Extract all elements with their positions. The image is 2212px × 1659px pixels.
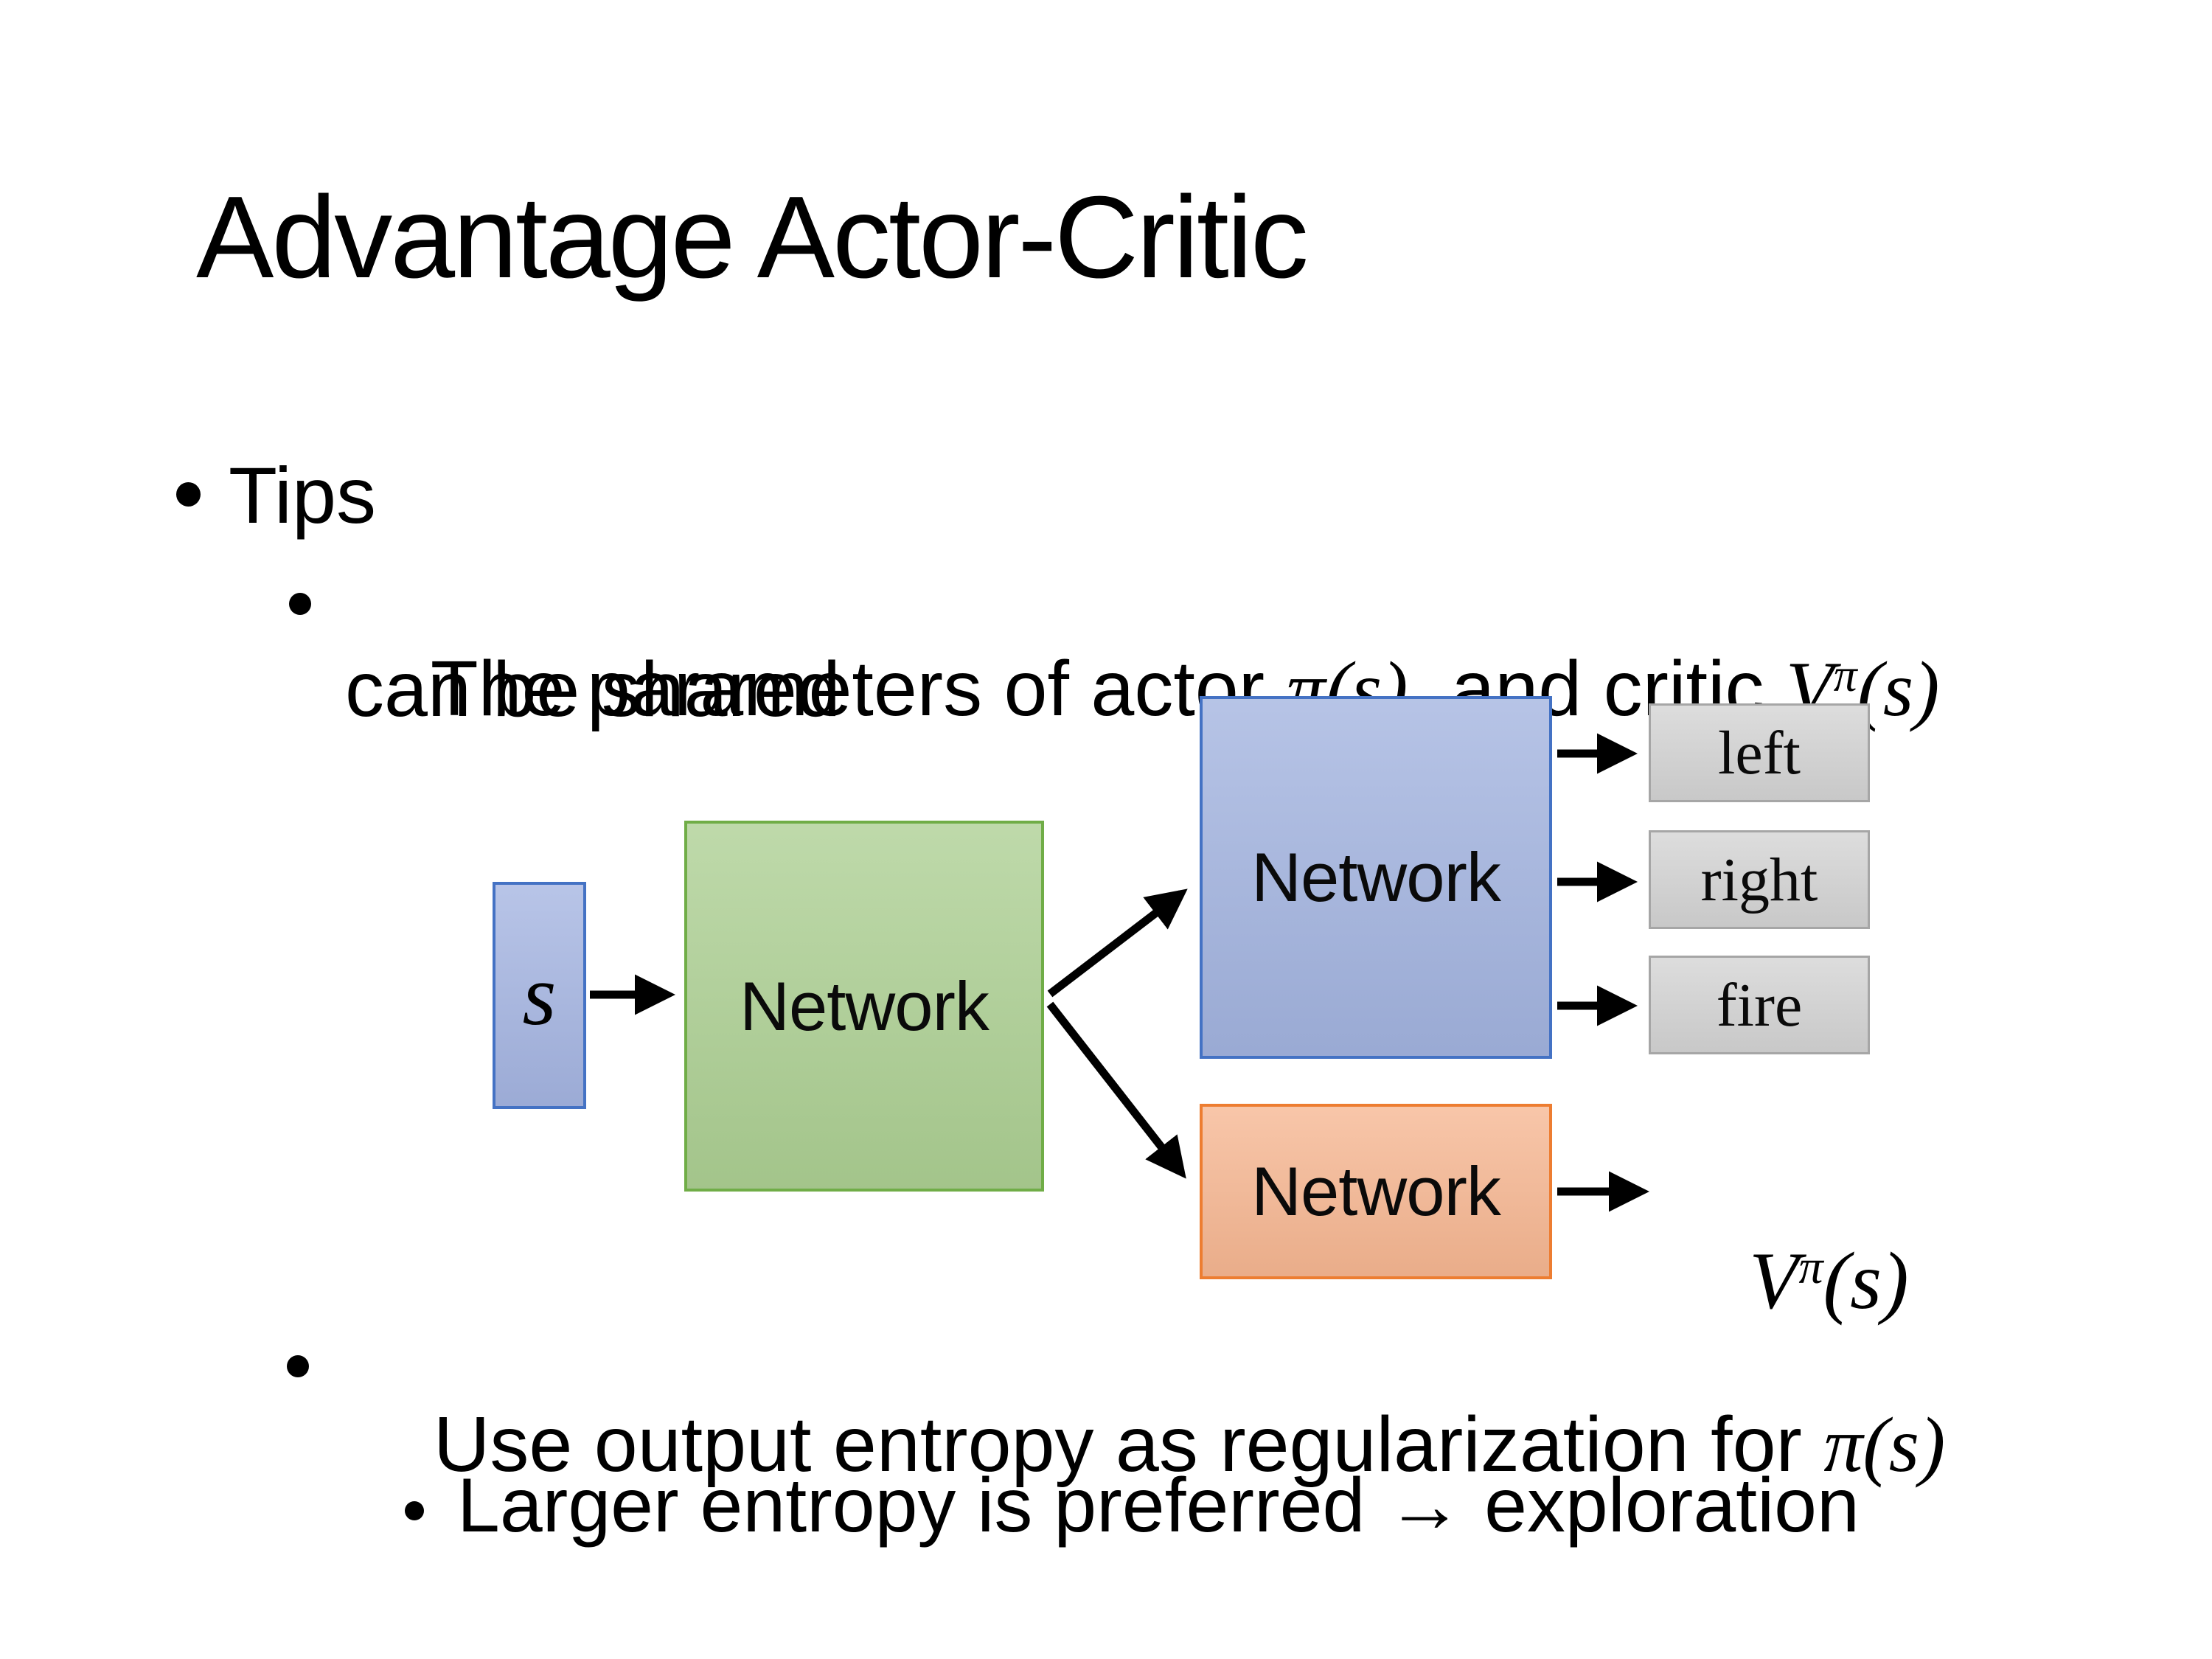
bullet-dot-exploration	[405, 1501, 424, 1520]
bullet-entropy: Use output entropy as regularization for…	[347, 1313, 1945, 1576]
shared-network-box: Network	[684, 821, 1044, 1192]
entropy-text-prefix: Use output entropy as regularization for	[433, 1400, 1824, 1488]
critic-network-label: Network	[1251, 1152, 1501, 1230]
bullet-exploration: Larger entropy is preferred → exploratio…	[457, 1463, 1860, 1548]
bullet-dot-shared	[289, 593, 311, 615]
arrow-shared-to-actor	[1047, 888, 1188, 998]
critic-value-math-sup: π	[1833, 648, 1857, 701]
critic-output-args: (s)	[1823, 1236, 1909, 1326]
arrow-shared-to-critic	[1046, 1001, 1186, 1179]
action-box-right: right	[1649, 830, 1870, 929]
action-box-fire: fire	[1649, 956, 1870, 1054]
bullet-dot-tips	[176, 482, 201, 507]
critic-output-sup: π	[1798, 1239, 1823, 1294]
action-label-left: left	[1718, 718, 1801, 787]
shared-network-label: Network	[740, 967, 990, 1045]
action-box-left: left	[1649, 703, 1870, 802]
state-input-box: s	[493, 882, 586, 1109]
shared-text-mid: and critic	[1408, 644, 1786, 732]
actor-network-label: Network	[1251, 838, 1501, 916]
bullet-shared-line2: can be shared	[345, 646, 841, 733]
page-title: Advantage Actor-Critic	[196, 173, 1309, 302]
action-label-right: right	[1700, 845, 1818, 914]
shared-text-prefix: The parameters of actor	[430, 644, 1287, 732]
critic-value-math-args: (s)	[1857, 645, 1940, 732]
critic-output-base: V	[1749, 1236, 1799, 1326]
critic-network-box: Network	[1200, 1104, 1552, 1279]
bullet-tips: Tips	[229, 451, 377, 540]
actor-network-box: Network	[1200, 696, 1552, 1059]
critic-output-label: Vπ(s)	[1659, 1140, 1909, 1422]
entropy-policy-math: π(s)	[1823, 1401, 1946, 1488]
bullet-dot-entropy	[287, 1355, 309, 1377]
action-label-fire: fire	[1716, 970, 1803, 1040]
state-input-label: s	[522, 947, 557, 1043]
